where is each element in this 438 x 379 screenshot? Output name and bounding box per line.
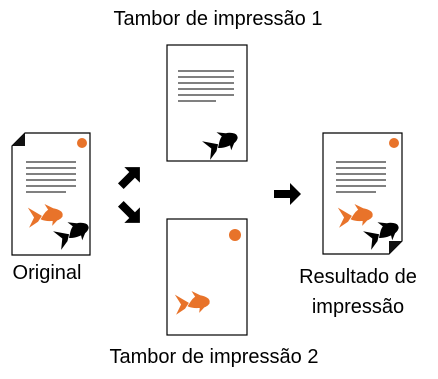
drum-1-text-lines (178, 70, 234, 102)
original-document (11, 132, 93, 256)
drum-2-title: Tambor de impressão 2 (109, 346, 319, 368)
drum-2-document (166, 218, 248, 336)
drum-1-title: Tambor de impressão 1 (113, 8, 323, 30)
dot-icon (229, 229, 241, 241)
arrow-down-right-icon (113, 196, 148, 231)
original-label: Original (12, 262, 82, 284)
result-text-lines (336, 161, 386, 193)
dot-icon (389, 138, 399, 148)
result-document (322, 132, 403, 255)
arrow-right-icon (274, 183, 301, 205)
result-label-line-1: Resultado de (299, 266, 417, 288)
original-text-lines (26, 161, 76, 193)
result-label: Resultado de impressão (288, 262, 428, 322)
arrow-up-right-icon (113, 159, 148, 194)
dot-icon (77, 138, 87, 148)
result-label-line-2: impressão (311, 296, 405, 318)
drum-1-document (166, 44, 248, 163)
